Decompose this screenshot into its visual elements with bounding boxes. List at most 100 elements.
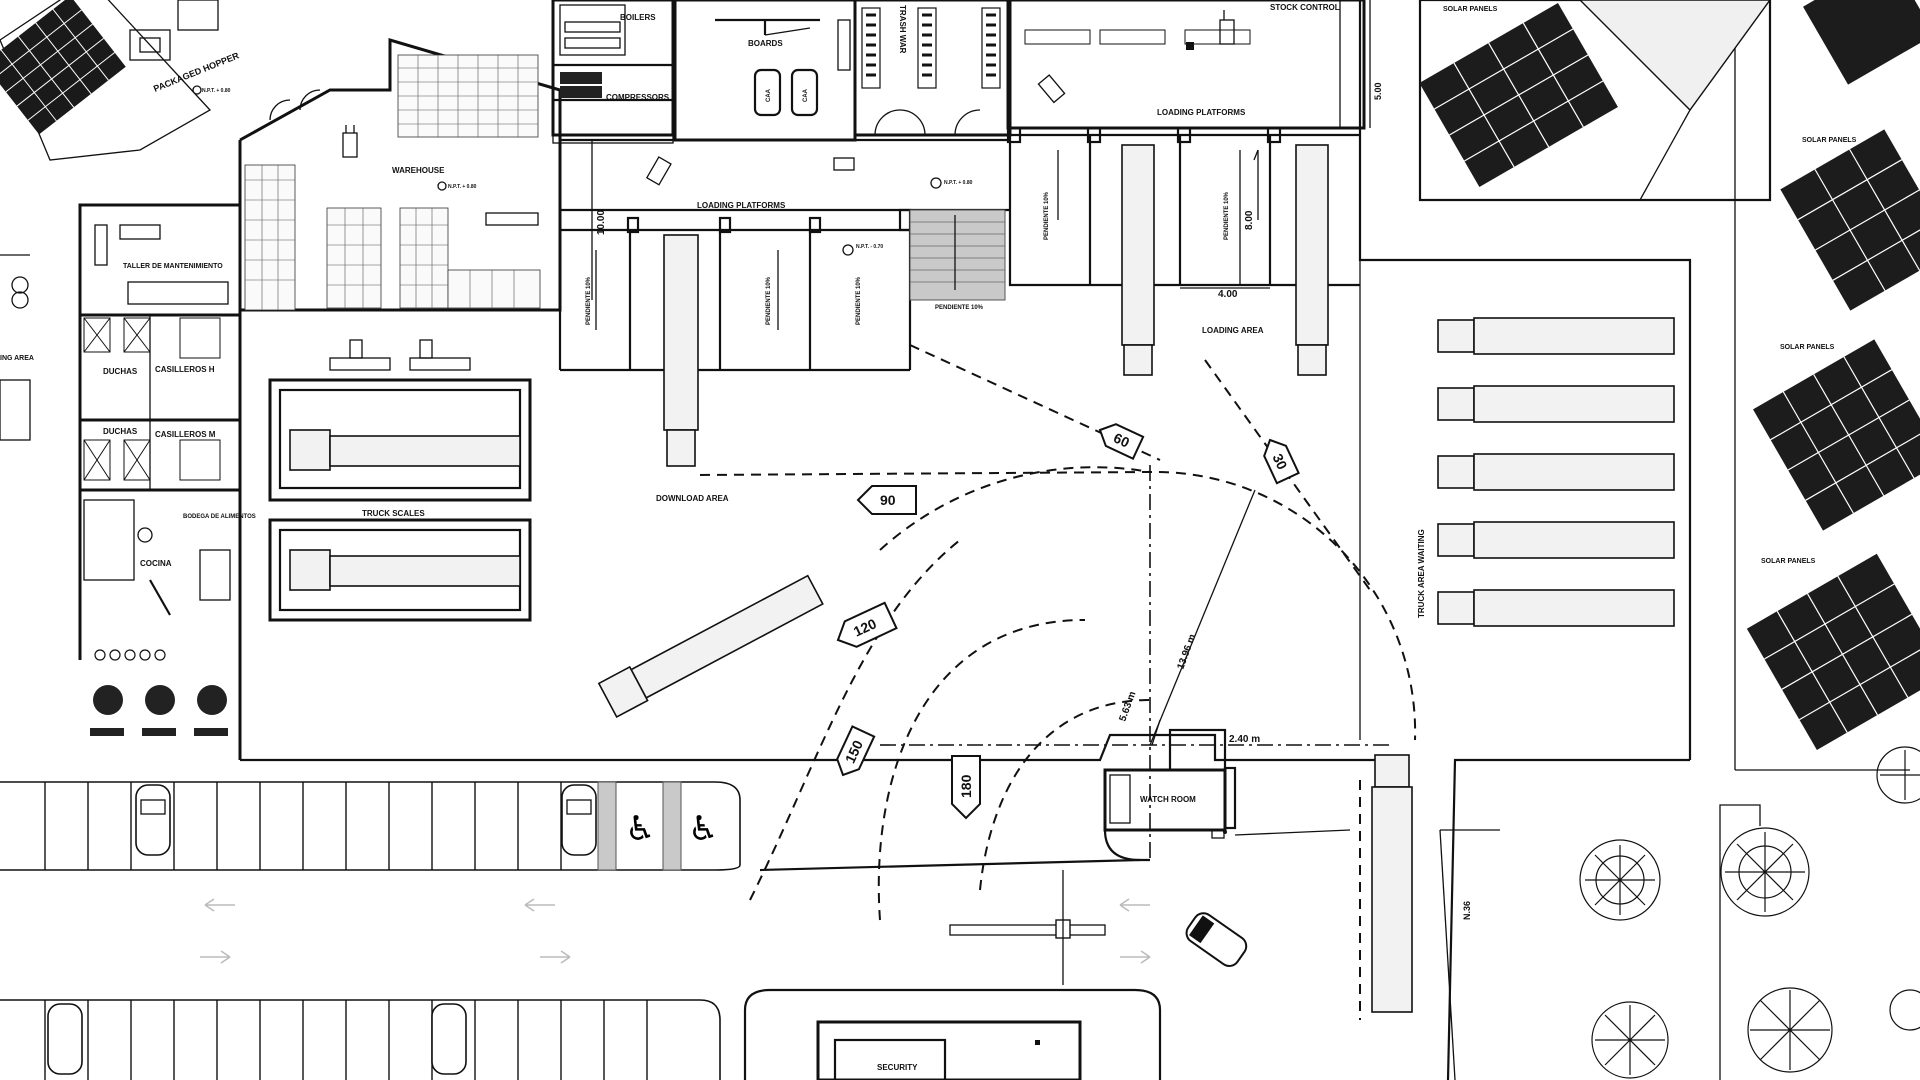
angle-markers: 60 30 90 120 150 180 (836, 423, 1300, 820)
label-stock-control: STOCK CONTROL (1270, 3, 1340, 12)
warehouse-racks (244, 54, 541, 311)
angle-60: 60 (1111, 430, 1132, 451)
truck-scales: TRUCK SCALES DOWNLOAD AREA (268, 339, 729, 622)
angle-90: 90 (880, 492, 896, 508)
label-slope-3: PENDIENTE 10% (856, 276, 862, 325)
car-icon (135, 784, 171, 856)
trash-warehouse: TRASH WAR (853, 0, 1012, 137)
solar-field: SOLAR PANELS SOLAR PANELS SOLAR PANELS S… (1418, 0, 1920, 750)
dim-563: 5.63 m (1117, 690, 1138, 723)
dim-n36: N.36 (1462, 901, 1472, 920)
label-slope-2: PENDIENTE 10% (766, 276, 772, 325)
accessible-parking-icon: ♿ (688, 809, 718, 849)
forklift-icon (342, 125, 358, 158)
truck-loading-bay (663, 234, 699, 467)
dining-tables (90, 685, 228, 736)
car-icon (431, 1003, 467, 1075)
waiting-truck-1 (1437, 317, 1675, 355)
dim-1000: 10.00 (596, 210, 607, 235)
label-left-area: ING AREA (0, 355, 34, 362)
label-npt-1: N.P.T. + 0.80 (202, 88, 231, 94)
label-duchas-1: DUCHAS (103, 367, 138, 376)
dim-1396: 13.96 m (1175, 633, 1198, 671)
label-download-area: DOWNLOAD AREA (656, 494, 729, 503)
solar-array-5 (1803, 0, 1920, 85)
forklift-icon (645, 156, 672, 186)
label-slope-5: PENDIENTE 10% (1224, 191, 1230, 240)
road-arrows (200, 898, 1151, 964)
truck-at-gate (1371, 754, 1413, 1013)
left-facilities: TALLER DE MANTENIMIENTO DUCHAS CASILLERO… (0, 203, 256, 736)
label-solar-1: SOLAR PANELS (1443, 6, 1498, 13)
ramp-hatch (909, 209, 1006, 301)
label-truck-area-waiting: TRUCK AREA WAITING (1417, 529, 1426, 618)
utility-rooms: BOILERS COMPRESSORS BOARDS CAA CAA (551, 0, 857, 144)
label-slope-ramp: PENDIENTE 10% (935, 305, 984, 311)
label-duchas-2: DUCHAS (103, 427, 138, 436)
tree-icon (1720, 827, 1810, 917)
car-icon (561, 784, 597, 856)
label-compressors: COMPRESSORS (606, 93, 670, 102)
label-bin-2: CAA (803, 88, 809, 102)
label-slope-1: PENDIENTE 10% (586, 276, 592, 325)
tree-icon (1876, 746, 1920, 804)
label-cocina: COCINA (140, 559, 172, 568)
dim-800: 8.00 (1244, 210, 1255, 230)
trees (1579, 746, 1920, 1079)
label-security: SECURITY (877, 1063, 918, 1072)
label-warehouse: WAREHOUSE (392, 166, 445, 175)
solar-array-1 (1419, 3, 1618, 187)
stock-control: STOCK CONTROL LOADING PLATFORMS 5.00 (1006, 0, 1383, 130)
waiting-truck-4 (1437, 521, 1675, 559)
label-npt-4: N.P.T. - 0.70 (856, 244, 883, 250)
loading-platforms: LOADING PLATFORMS 10.00 PENDIENTE 10% PE… (558, 138, 1010, 467)
forklift-icon (833, 157, 855, 171)
forklift-icon (349, 339, 363, 359)
level-marker-icon (192, 85, 202, 95)
truck-waiting-area: TRUCK AREA WAITING N.36 (1371, 0, 1910, 1080)
label-solar-4: SOLAR PANELS (1761, 558, 1816, 565)
angle-tag-180 (951, 755, 981, 820)
dim-500: 5.00 (1373, 82, 1383, 100)
angle-tag-120 (836, 601, 898, 648)
waiting-truck-5 (1437, 589, 1675, 627)
right-loading-area: PENDIENTE 10% PENDIENTE 10% 8.00 4.00 LO… (1006, 0, 1692, 760)
label-npt-3: N.P.T. + 0.80 (944, 180, 973, 186)
label-bin-1: CAA (766, 88, 772, 102)
dim-240: 2.40 m (1229, 734, 1260, 745)
tree-icon (1747, 987, 1833, 1073)
angle-tag-90 (856, 485, 917, 515)
dim-400: 4.00 (1218, 289, 1238, 300)
solar-array-2 (1780, 129, 1920, 311)
label-boards: BOARDS (748, 39, 783, 48)
gate-barrier (949, 870, 1106, 985)
packaged-hopper: PACKAGED HOPPER N.P.T. + 0.80 (0, 0, 241, 161)
level-marker-icon (930, 177, 942, 189)
parking-row-top: ♿ ♿ (0, 781, 741, 871)
angle-180: 180 (958, 774, 974, 798)
label-slope-4: PENDIENTE 10% (1044, 191, 1050, 240)
label-taller: TALLER DE MANTENIMIENTO (123, 263, 223, 270)
forklift-icon (419, 339, 433, 359)
forklift-icon (1219, 10, 1235, 45)
level-marker-icon (437, 181, 447, 191)
parking-row-bottom (0, 999, 721, 1080)
tree-icon (1591, 1001, 1669, 1079)
label-loading-platforms-top: LOADING PLATFORMS (1157, 108, 1246, 117)
label-solar-2: SOLAR PANELS (1802, 137, 1857, 144)
car-icon (47, 1003, 83, 1075)
accessible-parking-icon: ♿ (625, 809, 655, 849)
turning-paths: 13.96 m 5.63 m 2.40 m (597, 344, 1417, 1020)
label-casilleros-h: CASILLEROS H (155, 365, 215, 374)
tree-icon (1889, 989, 1920, 1031)
waiting-truck-2 (1437, 385, 1675, 423)
label-loading-area: LOADING AREA (1202, 326, 1264, 335)
solar-array-4 (1746, 553, 1920, 750)
watch-room: WATCH ROOM (759, 728, 1351, 872)
car-icon (1185, 912, 1248, 967)
label-watch-room: WATCH ROOM (1140, 795, 1196, 804)
security-building: SECURITY (743, 988, 1162, 1080)
waiting-truck-3 (1437, 453, 1675, 491)
level-marker-icon (842, 244, 854, 256)
